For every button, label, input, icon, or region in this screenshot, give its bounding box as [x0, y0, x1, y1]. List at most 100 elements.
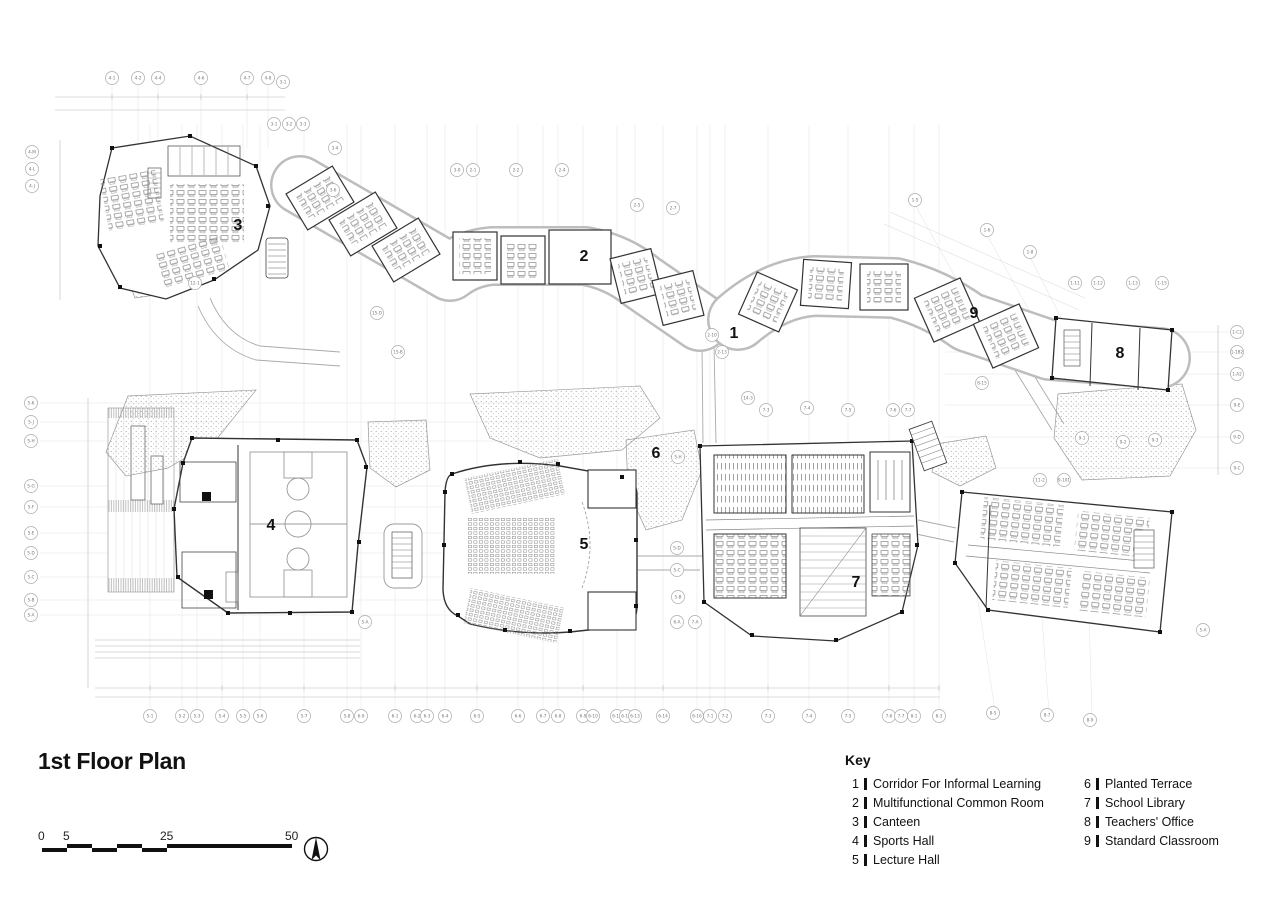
scale-tick-50: 50: [285, 829, 299, 843]
svg-text:2-13: 2-13: [717, 350, 727, 355]
svg-text:5-8: 5-8: [344, 714, 351, 719]
svg-text:6-5: 6-5: [474, 714, 481, 719]
svg-text:4-7: 4-7: [244, 76, 251, 81]
svg-text:5-H: 5-H: [674, 455, 681, 460]
svg-text:5-C: 5-C: [27, 575, 34, 580]
scale-bar: 0 5 25 50: [30, 826, 330, 876]
svg-text:9-3: 9-3: [1152, 438, 1159, 443]
svg-text:6-A: 6-A: [674, 620, 681, 625]
svg-text:6-10: 6-10: [588, 714, 598, 719]
svg-text:1-5: 1-5: [912, 198, 919, 203]
svg-text:6-3: 6-3: [424, 714, 431, 719]
svg-text:2-7: 2-7: [670, 206, 677, 211]
svg-text:5-3: 5-3: [194, 714, 201, 719]
svg-text:7-6: 7-6: [886, 714, 893, 719]
svg-text:3-1: 3-1: [280, 80, 287, 85]
svg-text:8-1: 8-1: [911, 714, 918, 719]
svg-text:7-5: 7-5: [845, 408, 852, 413]
svg-text:5-1: 5-1: [147, 714, 154, 719]
svg-text:9-101: 9-101: [1058, 478, 1071, 483]
svg-text:9-D: 9-D: [1233, 435, 1240, 440]
svg-text:5-E: 5-E: [28, 531, 35, 536]
floor-plan-drawing: 4-14-24-44-64-74-83-13-13-23-33-43-63-02…: [24, 71, 1244, 727]
svg-text:5-7: 5-7: [301, 714, 308, 719]
svg-text:2-4: 2-4: [559, 168, 566, 173]
svg-text:4-J: 4-J: [29, 184, 35, 189]
svg-text:6-8: 6-8: [555, 714, 562, 719]
building-bottom-right-classrooms: [953, 490, 1174, 634]
svg-text:5-5: 5-5: [240, 714, 247, 719]
svg-text:1-13: 1-13: [1128, 281, 1138, 286]
building-library: [698, 439, 919, 642]
svg-text:8-9: 8-9: [1087, 718, 1094, 723]
svg-text:6-9: 6-9: [358, 714, 365, 719]
svg-text:7-7: 7-7: [898, 714, 905, 719]
svg-text:2-2: 2-2: [513, 168, 520, 173]
svg-text:1-C2: 1-C2: [1232, 330, 1242, 335]
svg-text:7-3: 7-3: [765, 714, 772, 719]
svg-text:1-1B2: 1-1B2: [1231, 350, 1244, 355]
svg-text:3-2: 3-2: [286, 122, 293, 127]
svg-text:6-16: 6-16: [692, 714, 702, 719]
scale-tick-5: 5: [63, 829, 70, 843]
room-label-9: 9: [970, 305, 979, 322]
svg-text:6-7: 6-7: [540, 714, 547, 719]
svg-text:6-1: 6-1: [392, 714, 399, 719]
key-separator: [864, 777, 867, 790]
key-separator: [864, 796, 867, 809]
svg-text:3-1: 3-1: [271, 122, 278, 127]
room-label-5: 5: [580, 536, 589, 553]
svg-text:5-B: 5-B: [675, 595, 682, 600]
building-lecture-hall: [442, 458, 638, 644]
svg-text:4-8: 4-8: [265, 76, 272, 81]
svg-text:5-D: 5-D: [673, 546, 680, 551]
svg-text:3-0: 3-0: [454, 168, 461, 173]
svg-text:7-1: 7-1: [707, 714, 714, 719]
svg-text:12-1: 12-1: [190, 281, 200, 286]
room-label-1: 1: [730, 325, 739, 342]
svg-text:5-H: 5-H: [27, 439, 34, 444]
svg-text:1-11: 1-11: [1070, 281, 1080, 286]
scale-tick-0: 0: [38, 829, 45, 843]
svg-text:7-A: 7-A: [692, 620, 699, 625]
svg-text:4-6: 4-6: [198, 76, 205, 81]
svg-text:6-12: 6-12: [621, 714, 631, 719]
building-sports-hall: [172, 436, 368, 615]
svg-text:3-6: 3-6: [330, 188, 337, 193]
room-label-3: 3: [234, 217, 243, 234]
svg-text:14-3: 14-3: [743, 396, 753, 401]
room-label-4: 4: [267, 517, 276, 534]
svg-text:2-10: 2-10: [707, 333, 717, 338]
svg-text:3-4: 3-4: [332, 146, 339, 151]
svg-text:9-1: 9-1: [1079, 436, 1086, 441]
svg-text:9-E: 9-E: [1234, 403, 1241, 408]
room-label-2: 2: [580, 248, 589, 265]
key-separator: [1096, 777, 1099, 790]
svg-text:5-C: 5-C: [673, 568, 680, 573]
svg-text:6-6: 6-6: [515, 714, 522, 719]
svg-text:4-M: 4-M: [28, 150, 36, 155]
svg-text:6-2: 6-2: [414, 714, 421, 719]
north-arrow-icon: [300, 833, 332, 870]
svg-text:6-4: 6-4: [442, 714, 449, 719]
dimension-lines: [55, 94, 1219, 698]
svg-text:1-12: 1-12: [1093, 281, 1103, 286]
junction-stair: [908, 420, 948, 472]
svg-text:5-6: 5-6: [257, 714, 264, 719]
scale-tick-25: 25: [160, 829, 174, 843]
svg-text:9-2: 9-2: [1120, 440, 1127, 445]
key-separator: [864, 853, 867, 866]
svg-text:2-5: 2-5: [634, 203, 641, 208]
svg-text:4-4: 4-4: [155, 76, 162, 81]
svg-text:7-2: 7-2: [722, 714, 729, 719]
key-separator: [1096, 834, 1099, 847]
svg-text:6-9: 6-9: [580, 714, 587, 719]
building-upper-classroom-band: [285, 165, 705, 327]
building-right-classroom-band: [737, 258, 1040, 369]
